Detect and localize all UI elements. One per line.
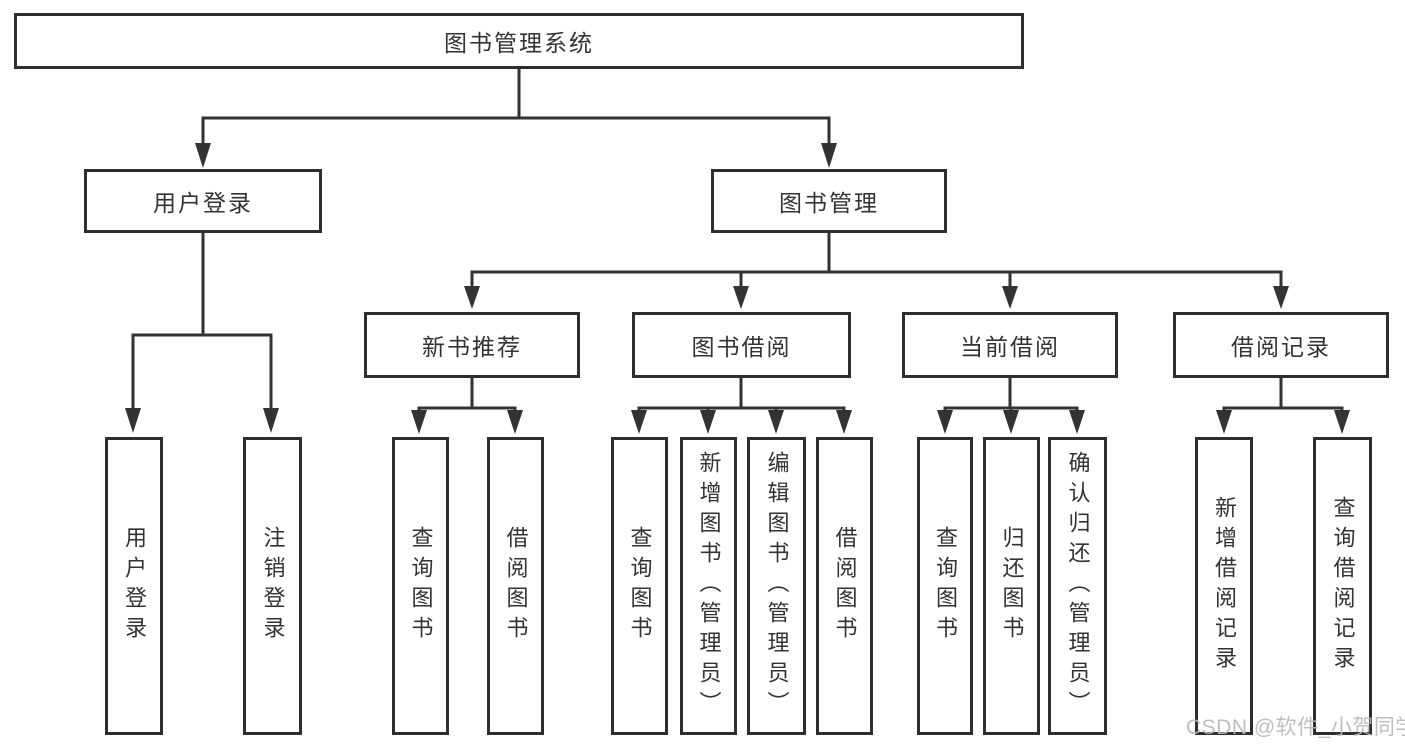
node-borrowing-records: 借阅记录	[1173, 312, 1389, 378]
node-user-login: 用户登录	[84, 169, 322, 233]
arrowhead-icon	[464, 286, 480, 309]
node-book-borrowing-label: 图书借阅	[691, 334, 792, 360]
arrowhead-icon	[195, 143, 211, 168]
node-borrowing-records-label: 借阅记录	[1231, 334, 1331, 360]
node-root-label: 图书管理系统	[444, 30, 594, 56]
node-leaf-query-books-current: 查询图书	[917, 437, 973, 735]
node-new-book-recommend-label: 新书推荐	[422, 334, 522, 360]
node-new-book-recommend: 新书推荐	[364, 312, 580, 378]
node-leaf-edit-books-admin: 编辑图书（管理员）	[747, 437, 806, 735]
node-leaf-query-books-borrow: 查询图书	[611, 437, 668, 735]
leaf-label: 新增借阅记录	[1212, 496, 1237, 676]
leaf-label: 用户登录	[122, 526, 147, 646]
arrowhead-icon	[1334, 410, 1350, 434]
node-current-borrowing: 当前借阅	[902, 312, 1118, 378]
leaf-label: 查询图书	[627, 526, 653, 646]
leaf-label: 借阅图书	[832, 526, 858, 646]
node-leaf-query-borrow-record: 查询借阅记录	[1313, 437, 1372, 735]
watermark: CSDN @软件_小贺同学	[1186, 716, 1405, 739]
node-book-management: 图书管理	[711, 169, 947, 233]
arrowhead-icon	[1002, 286, 1018, 309]
node-leaf-logout: 注销登录	[243, 437, 302, 735]
leaf-label: 归还图书	[999, 526, 1025, 646]
node-leaf-user-login: 用户登录	[105, 437, 163, 735]
arrowhead-icon	[125, 408, 141, 433]
leaf-label: 编辑图书（管理员）	[764, 451, 790, 721]
arrowhead-icon	[263, 408, 279, 433]
node-leaf-borrow-books-recommend: 借阅图书	[487, 437, 544, 735]
leaf-label: 确认归还（管理员）	[1065, 451, 1091, 721]
node-leaf-add-books-admin: 新增图书（管理员）	[680, 437, 737, 735]
arrowhead-icon	[411, 410, 427, 434]
arrowhead-icon	[1273, 286, 1289, 309]
leaf-label: 借阅图书	[503, 526, 529, 646]
arrowhead-icon	[836, 410, 852, 434]
arrowhead-icon	[1003, 410, 1019, 434]
node-root: 图书管理系统	[14, 13, 1024, 69]
arrowhead-icon	[768, 410, 784, 434]
arrowhead-icon	[700, 410, 716, 434]
leaf-label: 注销登录	[260, 526, 286, 646]
leaf-label: 查询借阅记录	[1330, 496, 1356, 676]
arrowhead-icon	[631, 410, 647, 434]
arrowhead-icon	[821, 143, 837, 168]
node-book-management-label: 图书管理	[779, 190, 879, 216]
leaf-label: 查询图书	[933, 526, 958, 646]
arrowhead-icon	[507, 410, 523, 434]
node-leaf-return-books: 归还图书	[983, 437, 1040, 735]
node-leaf-add-borrow-record: 新增借阅记录	[1195, 437, 1253, 735]
node-book-borrowing: 图书借阅	[632, 312, 851, 378]
node-user-login-label: 用户登录	[153, 190, 253, 216]
leaf-label: 查询图书	[408, 526, 434, 646]
leaf-label: 新增图书（管理员）	[696, 451, 722, 721]
arrowhead-icon	[937, 410, 953, 434]
arrowhead-icon	[733, 286, 749, 309]
node-leaf-borrow-books: 借阅图书	[816, 437, 873, 735]
node-leaf-query-books-recommend: 查询图书	[392, 437, 449, 735]
node-leaf-confirm-return-admin: 确认归还（管理员）	[1048, 437, 1107, 735]
arrowhead-icon	[1069, 410, 1085, 434]
node-current-borrowing-label: 当前借阅	[960, 334, 1060, 360]
arrowhead-icon	[1216, 410, 1232, 434]
